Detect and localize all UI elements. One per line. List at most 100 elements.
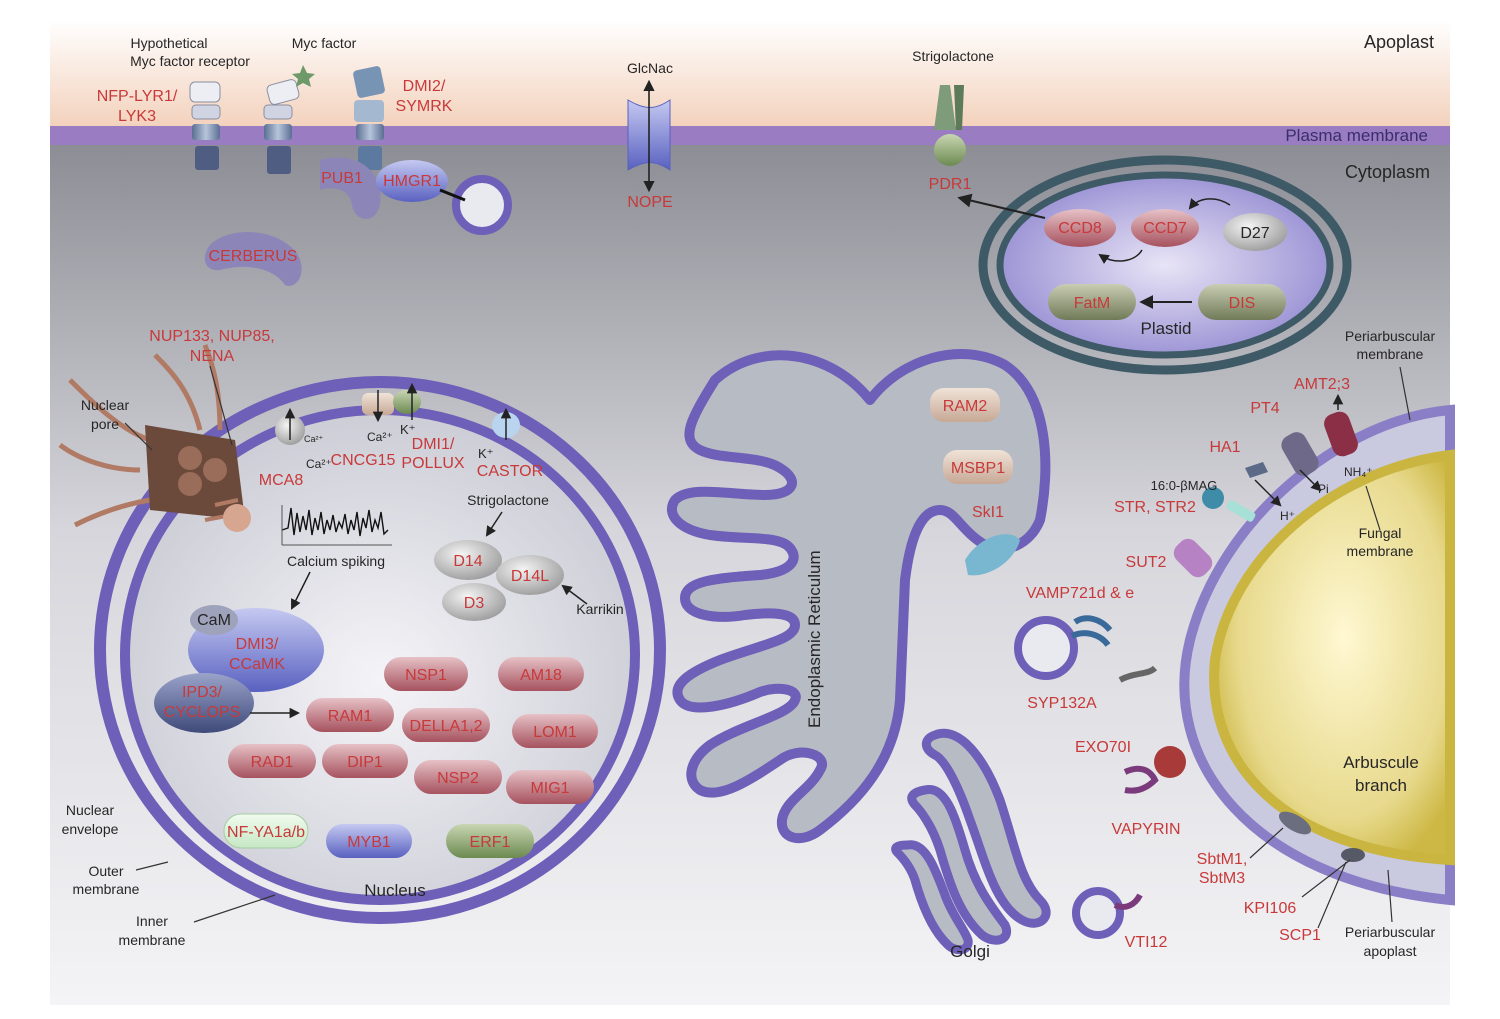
- nsp1-label: NSP1: [405, 667, 447, 684]
- nfya-label: NF-YA1a/b: [227, 824, 305, 841]
- ca-ion-3: Ca²⁺: [304, 434, 324, 444]
- ccd8-label: CCD8: [1058, 220, 1102, 237]
- plastid-enzymes: [957, 193, 1287, 320]
- nfp-lyr1-receptor: [189, 81, 221, 170]
- dmi2-label-2: SYMRK: [396, 98, 453, 115]
- d14-receptors: [434, 511, 588, 621]
- k-ion-2: K⁺: [478, 446, 494, 461]
- nh4-ion: NH₄⁺: [1344, 465, 1373, 479]
- dmi1-label-1: DMI1/: [412, 436, 455, 453]
- kpi106-label: KPI106: [1244, 900, 1297, 917]
- outer-membrane-label-2: membrane: [73, 881, 140, 897]
- calcium-spiking-trace: [281, 505, 392, 610]
- hypothetical-label-1: Hypothetical: [130, 35, 207, 51]
- ram1-label: RAM1: [328, 708, 373, 725]
- periarbuscular-apoplast-label-2: apoplast: [1364, 943, 1417, 959]
- dmi2-receptor: [353, 66, 385, 170]
- sbt-label-1: SbtM1,: [1197, 851, 1248, 868]
- amt-label: AMT2;3: [1294, 376, 1350, 393]
- nope-channel: [627, 79, 671, 193]
- dmi3-label-2: CCaMK: [229, 656, 285, 673]
- periarbuscular-apoplast-label-1: Periarbuscular: [1345, 924, 1436, 940]
- nuclear-envelope-label-1: Nuclear: [66, 802, 115, 818]
- ram2-label: RAM2: [943, 398, 988, 415]
- nuclear-pore-label-1: Nuclear: [81, 397, 130, 413]
- dis-label: DIS: [1229, 295, 1256, 312]
- vesicles: [452, 175, 1124, 939]
- nup-label-2: NENA: [190, 348, 235, 365]
- cncg15-label: CNCG15: [331, 452, 396, 469]
- myc-factor-receptor: [263, 65, 315, 174]
- arbuscule: [1179, 404, 1455, 906]
- erf1-label: ERF1: [470, 834, 511, 851]
- hypothetical-label-2: Myc factor receptor: [130, 53, 250, 69]
- scp1-label: SCP1: [1279, 927, 1321, 944]
- fungal-membrane-label-2: membrane: [1347, 543, 1414, 559]
- nup-label-1: NUP133, NUP85,: [149, 328, 274, 345]
- inner-membrane-label-2: membrane: [119, 932, 186, 948]
- nsp2-label: NSP2: [437, 770, 479, 787]
- myb1-label: MYB1: [347, 834, 391, 851]
- periarbuscular-membrane-label-1: Periarbuscular: [1345, 328, 1436, 344]
- ipd3-label-2: CYCLOPS: [164, 704, 240, 721]
- nfp-label-2: LYK3: [118, 108, 156, 125]
- d14-label: D14: [453, 553, 482, 570]
- mag-label: 16:0-βMAG: [1151, 478, 1218, 493]
- vapyrin-label: VAPYRIN: [1111, 821, 1180, 838]
- lom1-label: LOM1: [533, 724, 577, 741]
- er-proteins: [930, 388, 1020, 576]
- dmi1-label-2: POLLUX: [401, 455, 464, 472]
- inner-membrane-label-1: Inner: [136, 913, 168, 929]
- cerberus-label: CERBERUS: [209, 248, 298, 265]
- dmi2-label-1: DMI2/: [403, 78, 446, 95]
- er-label: Endoplasmic Reticulum: [805, 550, 824, 728]
- sut2-label: SUT2: [1126, 554, 1167, 571]
- pi-ion: Pi: [1318, 482, 1329, 496]
- msbp1-label: MSBP1: [951, 460, 1005, 477]
- castor-label: CASTOR: [477, 463, 543, 480]
- ski1-label: SkI1: [972, 504, 1004, 521]
- pdr1-transporter: [934, 85, 966, 166]
- calcium-spiking-label: Calcium spiking: [287, 553, 385, 569]
- nucleus-label: Nucleus: [364, 881, 425, 900]
- vti12-label: VTI12: [1125, 934, 1168, 951]
- str-label: STR, STR2: [1114, 499, 1196, 516]
- leader-lines: [124, 365, 1411, 929]
- ca-ion-1: Ca²⁺: [306, 457, 332, 471]
- fungal-membrane-label-1: Fungal: [1359, 525, 1402, 541]
- ccd7-label: CCD7: [1143, 220, 1187, 237]
- nuclear-pore: [58, 344, 251, 532]
- hmgr1-label: HMGR1: [383, 173, 441, 190]
- hmgr1-shape: [376, 160, 466, 202]
- nuclear-channels: [275, 382, 520, 445]
- pub1-label: PUB1: [321, 170, 363, 187]
- golgi-label: Golgi: [950, 942, 990, 961]
- dmi3-label-1: DMI3/: [236, 636, 279, 653]
- d27-label: D27: [1240, 225, 1269, 242]
- mig1-label: MIG1: [530, 780, 569, 797]
- nuclear-pore-label-2: pore: [91, 416, 119, 432]
- k-ion-1: K⁺: [400, 422, 416, 437]
- vamp-label: VAMP721d & e: [1026, 585, 1134, 602]
- nuclear-proteins: [154, 605, 598, 858]
- outer-membrane-label-1: Outer: [88, 863, 123, 879]
- cytoplasm-label: Cytoplasm: [1345, 162, 1430, 182]
- cerberus-shape: [204, 232, 302, 286]
- exo70i-label: EXO70I: [1075, 739, 1131, 756]
- plasma-membrane-label: Plasma membrane: [1285, 126, 1428, 145]
- karrikin-label: Karrikin: [576, 601, 623, 617]
- apoplast-region: [50, 20, 1450, 126]
- apoplast-label: Apoplast: [1364, 32, 1434, 52]
- cam-label: CaM: [197, 612, 231, 629]
- arbuscule-label-1: Arbuscule: [1343, 753, 1419, 772]
- dip1-label: DIP1: [347, 754, 383, 771]
- am18-label: AM18: [520, 667, 562, 684]
- exocytosis-proteins: [1070, 615, 1365, 910]
- golgi-apparatus: [891, 728, 1051, 955]
- mca8-label: MCA8: [259, 472, 304, 489]
- ipd3-label-1: IPD3/: [182, 684, 223, 701]
- sbt-label-2: SbtM3: [1199, 870, 1245, 887]
- strigolactone-top-label: Strigolactone: [912, 48, 994, 64]
